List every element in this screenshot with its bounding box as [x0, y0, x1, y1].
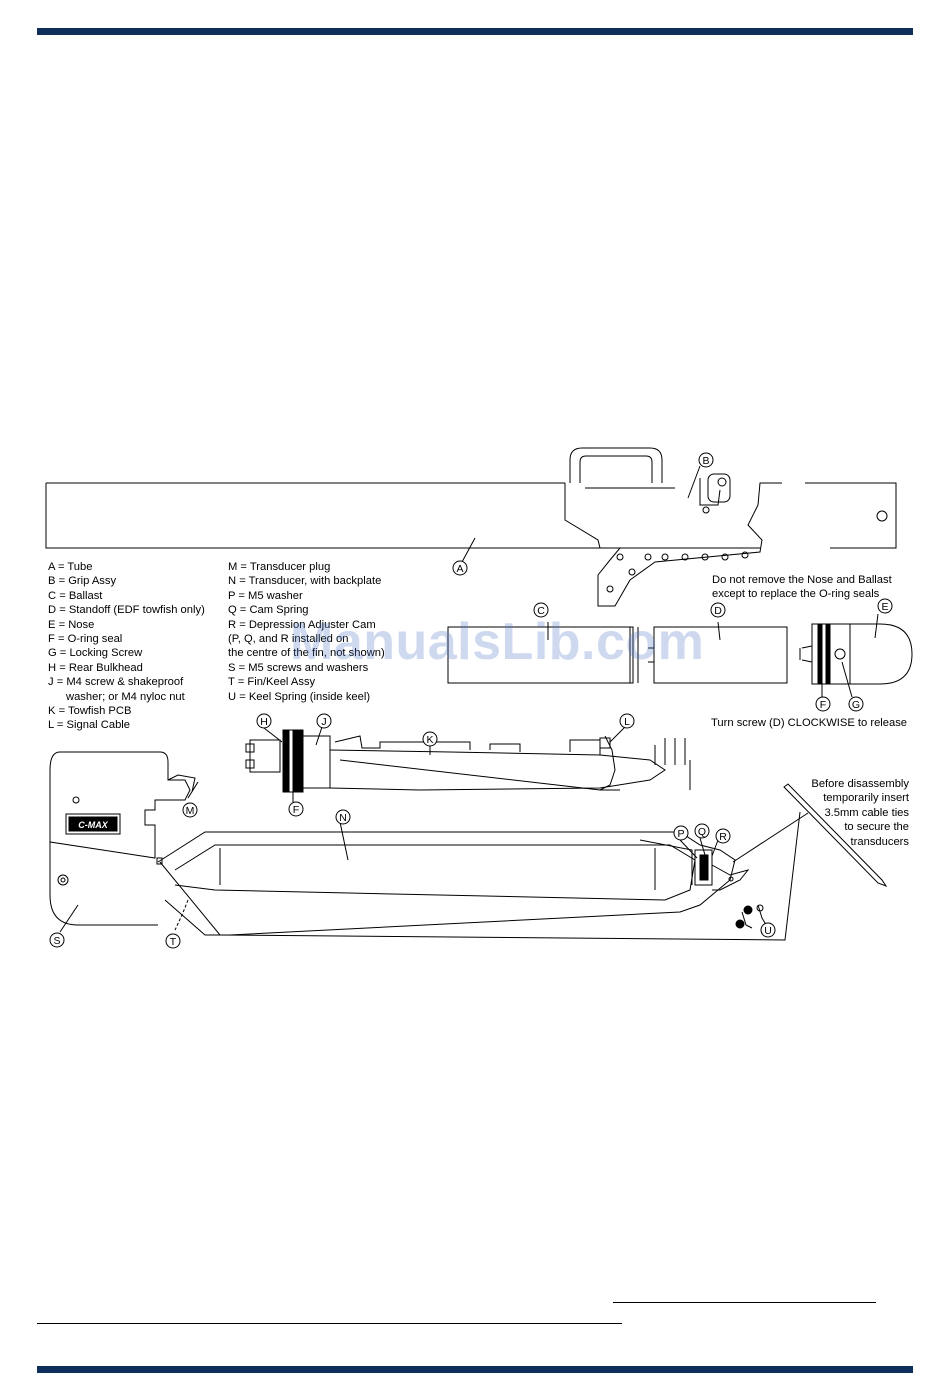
cable-tie-note: Before disassembly temporarily insert 3.… — [811, 778, 909, 848]
fin-keel-drawing: C-MAX — [49, 751, 809, 941]
legend-item: N = Transducer, with backplate — [228, 575, 382, 588]
svg-text:U: U — [764, 925, 772, 937]
svg-text:M: M — [186, 805, 195, 817]
legend-item: J = M4 screw & shakeproof — [48, 676, 184, 689]
callout-p: P — [673, 825, 689, 841]
svg-text:J: J — [321, 716, 326, 728]
svg-text:N: N — [339, 812, 347, 824]
svg-text:K: K — [426, 734, 433, 746]
footer-divider — [37, 1323, 622, 1324]
callout-f2: F — [288, 801, 304, 817]
legend-item: U = Keel Spring (inside keel) — [228, 690, 371, 703]
legend-item: H = Rear Bulkhead — [48, 661, 143, 674]
nose-removal-note: Do not remove the Nose and Ballast excep… — [712, 574, 892, 601]
tube-drawing — [45, 482, 897, 563]
callout-k: K — [422, 731, 438, 747]
legend-left: A = Tube B = Grip Assy C = Ballast D = S… — [48, 560, 205, 733]
legend-item: the centre of the fin, not shown) — [228, 647, 385, 660]
legend-item: T = Fin/Keel Assy — [228, 676, 316, 689]
svg-text:F: F — [820, 699, 826, 711]
callout-d: D — [710, 602, 726, 618]
legend-item: D = Standoff (EDF towfish only) — [48, 604, 205, 617]
legend-item: Q = Cam Spring — [228, 604, 309, 617]
callout-a: A — [452, 560, 468, 576]
svg-text:S: S — [53, 935, 60, 947]
legend-item: S = M5 screws and washers — [228, 661, 369, 674]
callout-l: L — [619, 713, 635, 729]
callout-c: C — [533, 602, 549, 618]
callout-j: J — [316, 713, 332, 729]
grip-assy-drawing — [564, 447, 782, 607]
legend-item: K = Towfish PCB — [48, 705, 132, 718]
legend-item: P = M5 washer — [228, 589, 303, 602]
callout-g: G — [848, 696, 864, 712]
callout-b: B — [698, 452, 714, 468]
svg-text:E: E — [881, 601, 888, 613]
legend-item: G = Locking Screw — [48, 647, 143, 660]
callout-s: S — [49, 932, 65, 948]
callout-q: Q — [694, 823, 710, 839]
svg-text:G: G — [852, 699, 860, 711]
legend-item: E = Nose — [48, 618, 95, 631]
pcb-bulkhead-drawing — [245, 726, 691, 802]
legend-item: (P, Q, and R installed on — [228, 633, 349, 646]
callout-labels: A B C D E F G H J K L F M N P Q R S T U — [49, 452, 893, 949]
svg-text:D: D — [714, 605, 722, 617]
svg-text:F: F — [293, 804, 299, 816]
ballast-standoff-nose-drawing — [447, 613, 913, 698]
legend-item: M = Transducer plug — [228, 561, 331, 573]
header-bar — [37, 28, 913, 35]
callout-n: N — [335, 809, 351, 825]
callout-r: R — [715, 828, 731, 844]
signature-line — [613, 1302, 876, 1303]
svg-text:L: L — [624, 716, 630, 728]
legend-item: A = Tube — [48, 561, 93, 573]
legend-item: C = Ballast — [48, 589, 103, 602]
callout-u: U — [760, 922, 776, 938]
callout-h: H — [256, 713, 272, 729]
svg-text:P: P — [677, 828, 684, 840]
callout-e: E — [877, 598, 893, 614]
cmax-logo: C-MAX — [78, 820, 108, 830]
footer-bar — [37, 1366, 913, 1373]
svg-text:H: H — [260, 716, 268, 728]
svg-text:C: C — [537, 605, 545, 617]
svg-text:T: T — [170, 936, 177, 948]
legend-right: M = Transducer plug N = Transducer, with… — [228, 560, 385, 704]
svg-text:Q: Q — [698, 826, 706, 838]
svg-text:A: A — [456, 563, 463, 575]
legend-item: F = O-ring seal — [48, 633, 123, 646]
cable-tie-drawing — [783, 783, 888, 888]
svg-text:R: R — [719, 831, 727, 843]
legend-item: R = Depression Adjuster Cam — [228, 618, 376, 631]
callout-f: F — [815, 696, 831, 712]
svg-text:B: B — [702, 455, 709, 467]
callout-t: T — [165, 933, 181, 949]
legend-item: B = Grip Assy — [48, 575, 117, 588]
watermark: ManualsLib.com — [290, 613, 705, 671]
turn-screw-note: Turn screw (D) CLOCKWISE to release — [711, 717, 908, 729]
legend-item: washer; or M4 nyloc nut — [66, 690, 185, 703]
legend-item: L = Signal Cable — [48, 719, 130, 732]
callout-m: M — [182, 802, 198, 818]
